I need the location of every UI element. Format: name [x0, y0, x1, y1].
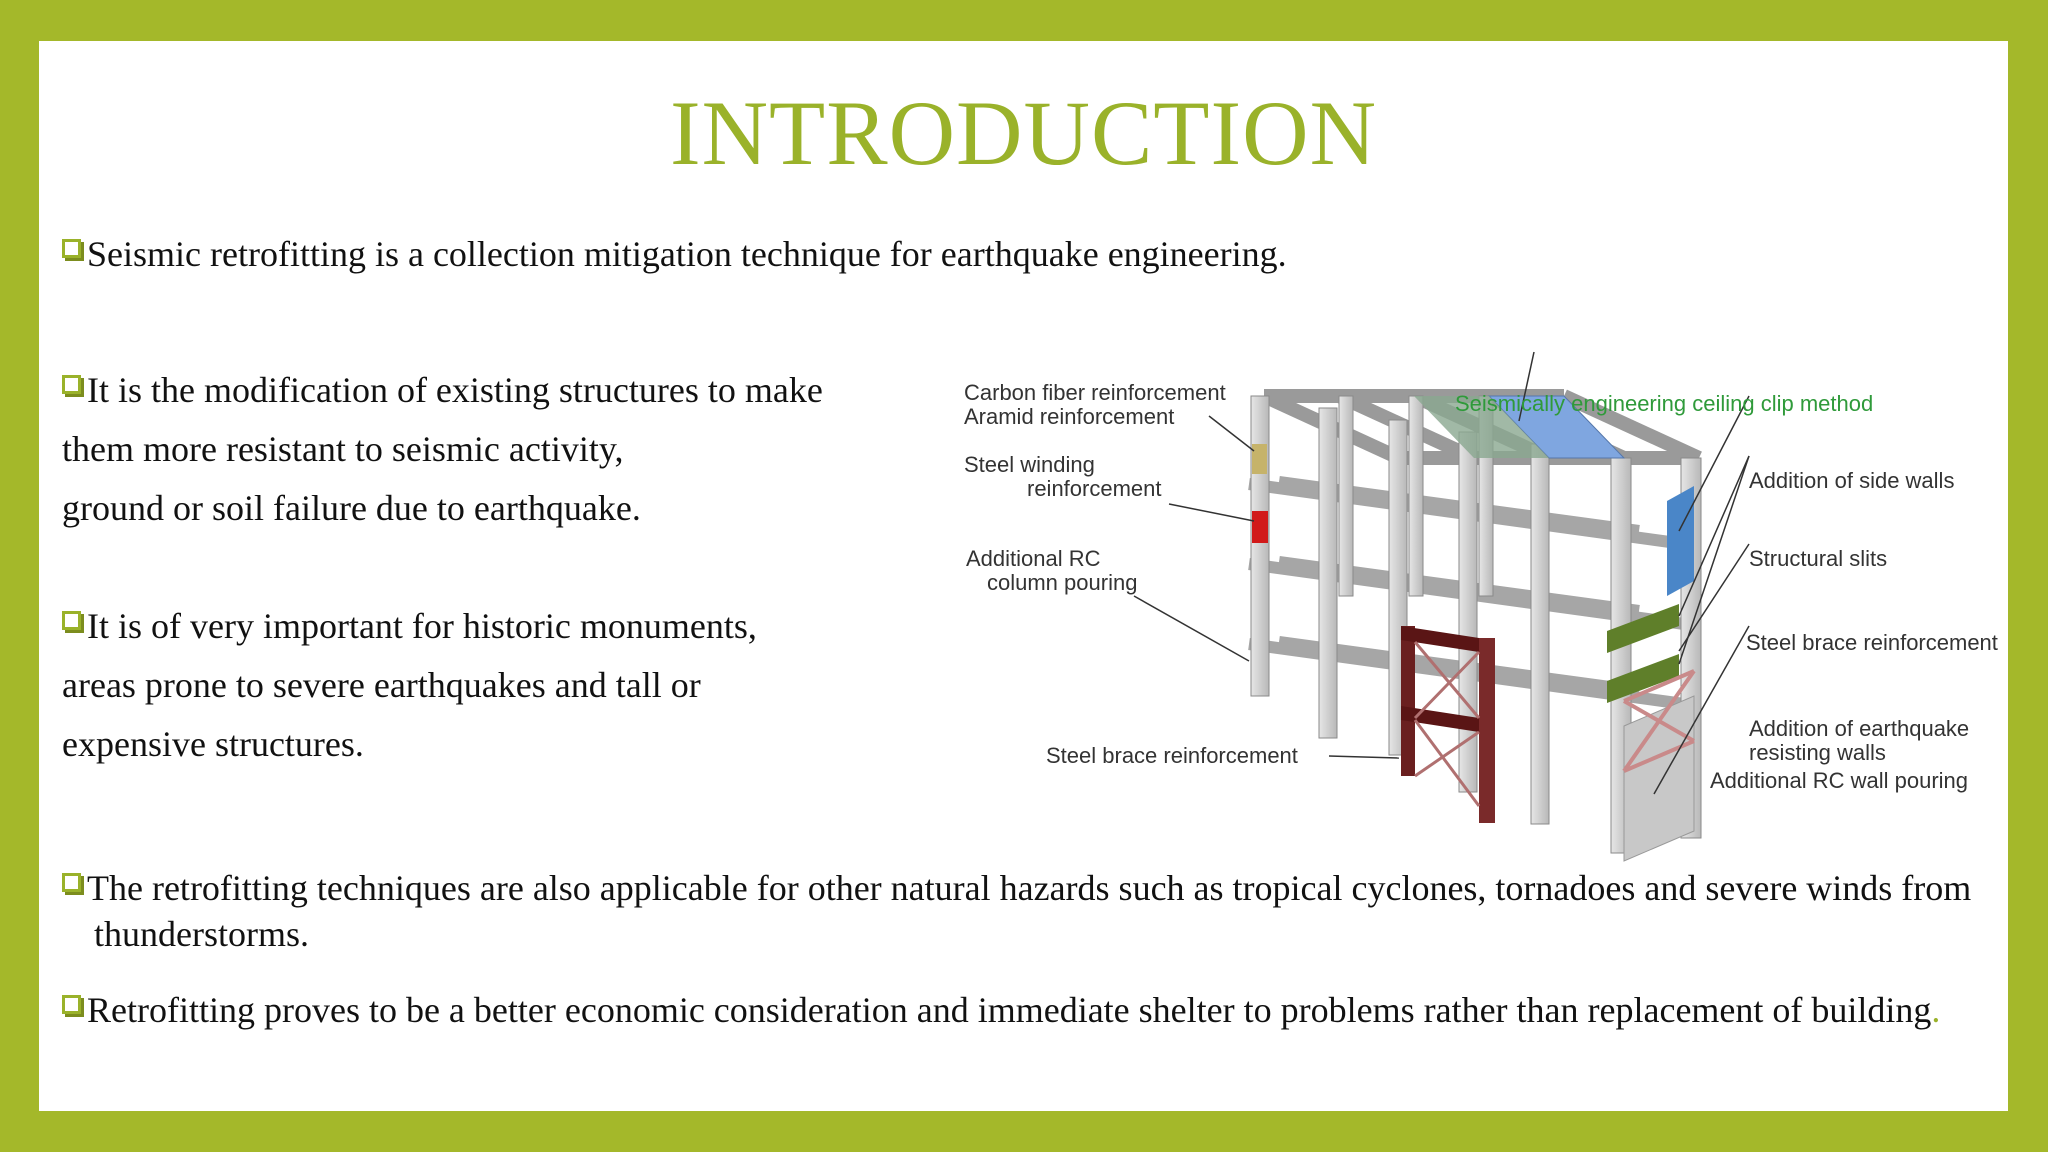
bullet-5: Retrofitting proves to be a better econo…	[62, 987, 2014, 1033]
bullet-box-icon	[62, 239, 81, 258]
bullet-3-line-2: areas prone to severe earthquakes and ta…	[62, 665, 701, 705]
label-rc-column: Additional RC	[966, 546, 1101, 571]
bullet-2-text: It is the modification of existing struc…	[87, 370, 823, 410]
bullet-3-line-3: expensive structures.	[62, 724, 364, 764]
bullet-1: Seismic retrofitting is a collection mit…	[62, 225, 1287, 284]
structural-slit-1	[1607, 604, 1679, 653]
label-carbon-fiber: Carbon fiber reinforcement	[964, 380, 1226, 405]
label-side-walls: Addition of side walls	[1749, 468, 1954, 493]
bullet-3-text: It is of very important for historic mon…	[87, 606, 757, 646]
label-steel-brace-left: Steel brace reinforcement	[1046, 743, 1298, 768]
label-ceiling-clip: Seismically engineering ceiling clip met…	[1455, 391, 1873, 416]
bullet-1-text: Seismic retrofitting is a collection mit…	[87, 234, 1287, 274]
bullet-box-icon	[62, 873, 81, 892]
steel-brace-frame	[1401, 626, 1495, 823]
structural-slit-2	[1607, 654, 1679, 703]
bullet-box-icon	[62, 375, 81, 394]
bullet-box-icon	[62, 611, 81, 630]
bullet-5-period: .	[1931, 990, 1941, 1030]
label-structural-slits: Structural slits	[1749, 546, 1887, 571]
bullet-4: The retrofitting techniques are also app…	[62, 865, 2014, 957]
label-steel-winding: Steel winding	[964, 452, 1095, 477]
bullet-5-text: Retrofitting proves to be a better econo…	[87, 990, 1932, 1030]
steel-winding-band	[1252, 511, 1268, 543]
diagram-labels: Carbon fiber reinforcement Aramid reinfo…	[964, 380, 1998, 793]
building-frame	[1248, 389, 1702, 862]
label-eq-walls-2: resisting walls	[1749, 740, 1886, 765]
label-rc-wall: Additional RC wall pouring	[1710, 768, 1968, 793]
steel-brace-right	[1622, 669, 1696, 773]
label-rc-column-2: column pouring	[987, 570, 1137, 595]
bullet-box-icon	[62, 995, 81, 1014]
side-wall	[1667, 486, 1694, 596]
seismic-retrofit-diagram: Carbon fiber reinforcement Aramid reinfo…	[964, 351, 1998, 862]
bullet-4-text: The retrofitting techniques are also app…	[87, 868, 1972, 954]
bullet-2-line-3: ground or soil failure due to earthquake…	[62, 488, 641, 528]
label-steel-brace-right: Steel brace reinforcement	[1746, 630, 1998, 655]
label-aramid: Aramid reinforcement	[964, 404, 1174, 429]
bullet-2-line-2: them more resistant to seismic activity,	[62, 429, 624, 469]
slide: INTRODUCTION Seismic retrofitting is a c…	[39, 41, 2008, 1111]
label-steel-winding-2: reinforcement	[1027, 476, 1162, 501]
bullet-2: It is the modification of existing struc…	[62, 361, 823, 538]
label-eq-walls: Addition of earthquake	[1749, 716, 1969, 741]
bullet-3: It is of very important for historic mon…	[62, 597, 757, 774]
carbon-fiber-band	[1252, 444, 1267, 474]
slide-title: INTRODUCTION	[669, 82, 1378, 184]
leader-lines	[1133, 351, 1750, 795]
